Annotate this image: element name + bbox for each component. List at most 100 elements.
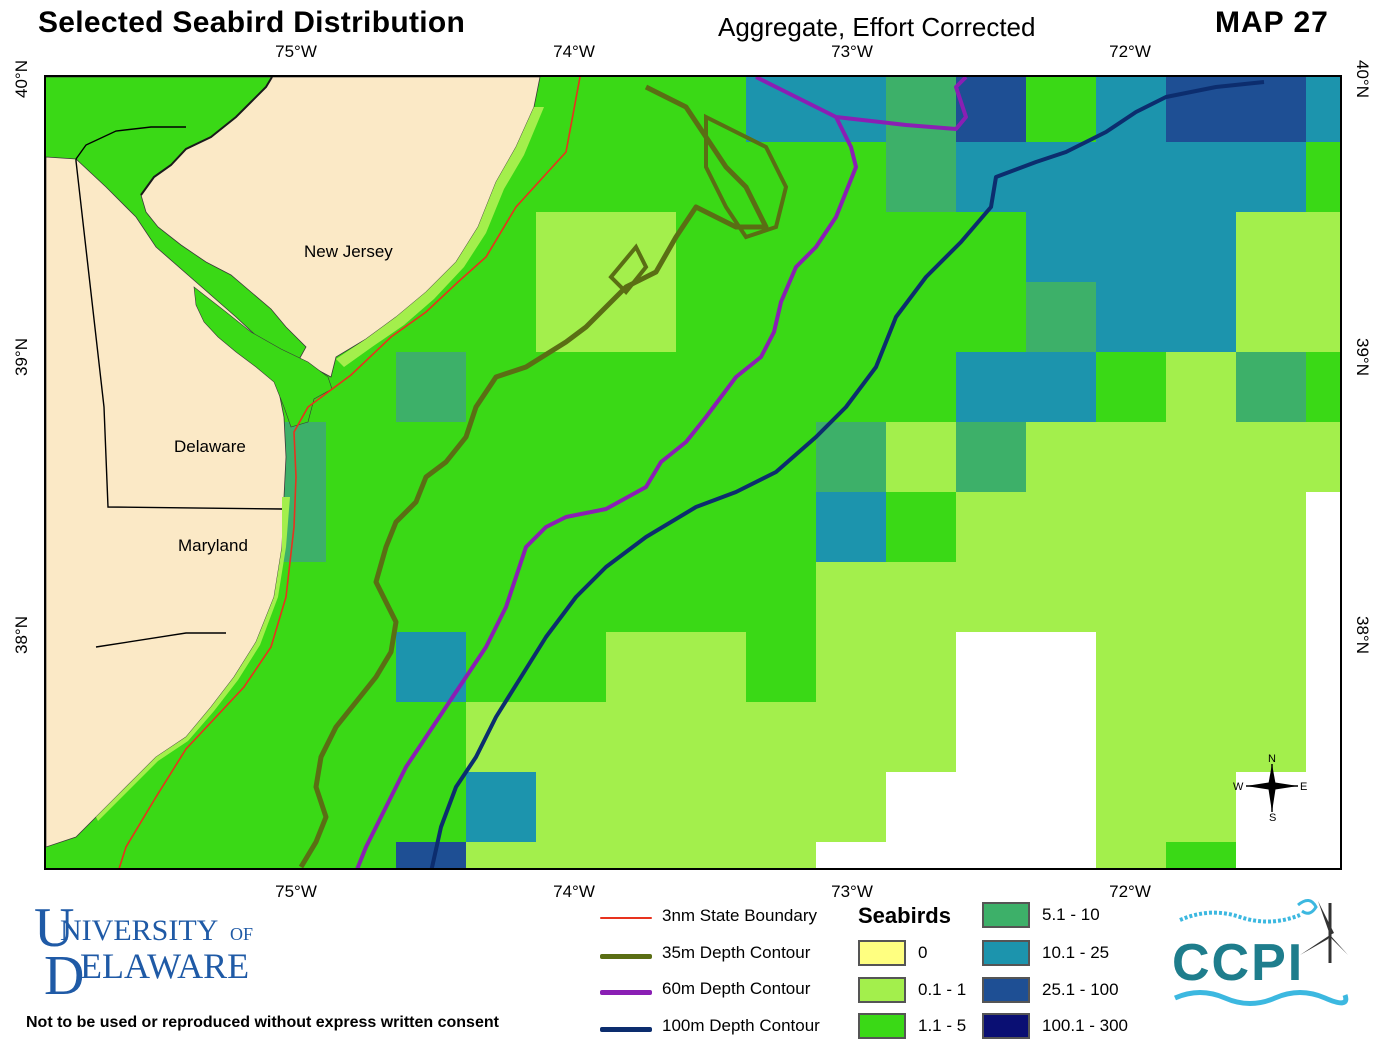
grid-cell: [46, 77, 116, 142]
svg-text:U: U: [34, 902, 74, 959]
coastal-marsh: [336, 107, 544, 367]
grid-cell: [676, 492, 746, 562]
grid-cell: [886, 632, 956, 702]
class-10-25-label: 10.1 - 25: [1042, 943, 1110, 962]
legend-60m-label: 60m Depth Contour: [662, 979, 811, 998]
grid-cell: [396, 422, 466, 492]
grid-cell: [606, 702, 676, 772]
grid-cell: [326, 422, 396, 492]
grid-cell: [606, 562, 676, 632]
grid-cell: [46, 842, 116, 868]
coastline: [140, 77, 273, 196]
left-tick-38n: 38°N: [12, 616, 31, 654]
grid-cell: [746, 632, 816, 702]
grid-cell: [1096, 842, 1166, 868]
grid-cell: [1236, 142, 1306, 212]
class-25-100-swatch: [982, 977, 1030, 1003]
grid-cell: [956, 422, 1026, 492]
grid-cell: [1026, 492, 1096, 562]
grid-cell: [1236, 282, 1306, 352]
grid-cell: [606, 142, 676, 212]
grid-cell: [816, 352, 886, 422]
grid-cell: [1026, 562, 1096, 632]
grid-cell: [536, 842, 606, 868]
grid-cell: [816, 77, 886, 142]
grid-cell: [1306, 142, 1340, 212]
grid-cell: [536, 702, 606, 772]
grid-cell: [1236, 492, 1306, 562]
grid-cell: [1166, 352, 1236, 422]
grid-cell: [746, 772, 816, 842]
bottom-tick-74w: 74°W: [553, 882, 595, 901]
grid-cell: [956, 352, 1026, 422]
grid-cell: [886, 142, 956, 212]
grid-cell: [1096, 282, 1166, 352]
compass-n: N: [1268, 753, 1276, 765]
grid-cell: [1026, 212, 1096, 282]
grid-cell: [676, 632, 746, 702]
grid-cell: [676, 282, 746, 352]
compass-w: W: [1233, 781, 1244, 793]
grid-cell: [956, 492, 1026, 562]
grid-cell: [1096, 212, 1166, 282]
grid-cell: [1236, 352, 1306, 422]
class-0-label: 0: [918, 943, 928, 962]
grid-cell: [1166, 282, 1236, 352]
grid-cell: [816, 702, 886, 772]
grid-cell: [746, 282, 816, 352]
compass-e: E: [1300, 781, 1307, 793]
grid-cell: [396, 702, 466, 772]
left-tick-39n: 39°N: [12, 338, 31, 376]
right-tick-39n: 39°N: [1353, 338, 1372, 376]
grid-cell: [1236, 422, 1306, 492]
grid-cell: [1026, 77, 1096, 142]
grid-cell: [886, 562, 956, 632]
grid-cell: [536, 142, 606, 212]
grid-cell: [1026, 352, 1096, 422]
grid-cell: [536, 212, 606, 282]
grid-cell: [1236, 77, 1306, 142]
ud-line2: ELAWARE: [80, 946, 249, 986]
grid-cell: [1236, 212, 1306, 282]
grid-cell: [886, 702, 956, 772]
grid-cell: [816, 562, 886, 632]
grid-cell: [466, 842, 536, 868]
left-tick-40n: 40°N: [12, 60, 31, 98]
bottom-tick-75w: 75°W: [275, 882, 317, 901]
top-tick-75w: 75°W: [275, 42, 317, 61]
grid-cell: [536, 422, 606, 492]
grid-cell: [746, 702, 816, 772]
map-frame[interactable]: New Jersey Delaware Maryland: [44, 75, 1342, 870]
grid-cell: [396, 562, 466, 632]
depth-60m-line: [355, 77, 968, 868]
grid-cell: [256, 632, 326, 702]
university-of-delaware-logo: U NIVERSITY OF D ELAWARE: [34, 897, 274, 1007]
grid-cell: [326, 702, 396, 772]
grid-cell: [1166, 632, 1236, 702]
class-0-swatch: [858, 940, 906, 966]
grid-cell: [886, 352, 956, 422]
grid-cell: [1166, 772, 1236, 842]
class-10-25-swatch: [982, 940, 1030, 966]
grid-cell: [466, 282, 536, 352]
grid-cell: [1166, 212, 1236, 282]
map-canvas: New Jersey Delaware Maryland: [46, 77, 1340, 868]
grid-cell: [606, 352, 676, 422]
grid-cell: [1166, 422, 1236, 492]
grid-cell: [1236, 632, 1306, 702]
top-tick-73w: 73°W: [831, 42, 873, 61]
grid-cell: [676, 842, 746, 868]
label-new-jersey: New Jersey: [304, 242, 393, 261]
grid-cell: [746, 77, 816, 142]
ccpi-text: CCPI: [1172, 934, 1304, 992]
ud-of: OF: [230, 924, 253, 944]
grid-cell: [746, 212, 816, 282]
grid-cell: [396, 772, 466, 842]
grid-cell: [466, 562, 536, 632]
consent-notice: Not to be used or reproduced without exp…: [26, 1014, 499, 1031]
grid-cell: [956, 282, 1026, 352]
grid-cell: [886, 77, 956, 142]
grid-cell: [186, 842, 256, 868]
class-5-10-label: 5.1 - 10: [1042, 905, 1100, 924]
grid-cell: [816, 772, 886, 842]
